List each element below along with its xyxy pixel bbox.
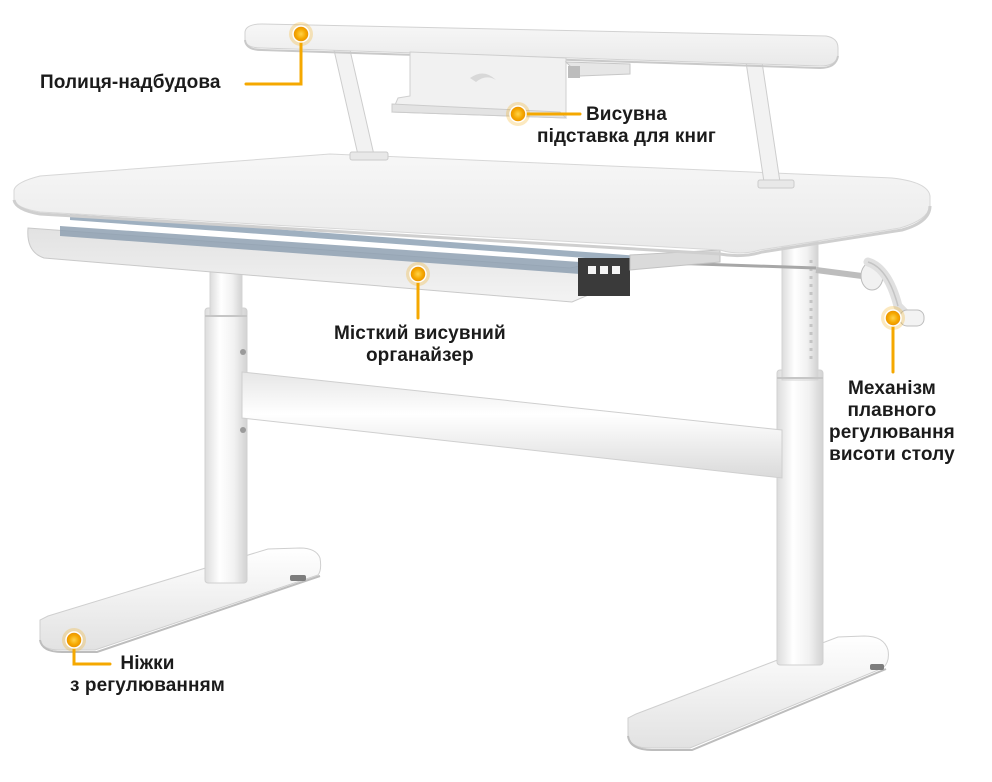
shelf-label-text: Полиця-надбудова	[40, 72, 221, 93]
book-stand-label-line-2: підставка для книг	[537, 126, 716, 147]
shelf-support-left	[333, 49, 389, 161]
mechanism-callout-label: Механізм плавного регулювання висоти сто…	[829, 378, 955, 466]
mechanism-label-line-4: висоти столу	[829, 444, 955, 465]
sun-dot-icon	[62, 628, 86, 652]
desktop-surface	[12, 153, 932, 258]
mechanism-label-line-3: регулювання	[829, 422, 955, 443]
mechanism-label-line-1: Механізм	[847, 378, 936, 399]
sun-dot-icon	[506, 102, 530, 126]
sun-dot-icon	[406, 262, 430, 286]
book-stand-callout-label: Висувна підставка для книг	[537, 104, 716, 148]
shelf-callout-label: Полиця-надбудова	[40, 72, 221, 94]
legs-label-line-2: з регулюванням	[70, 675, 225, 696]
mechanism-label-line-2: плавного	[847, 400, 937, 421]
cross-bar	[241, 371, 783, 479]
drawer-organizer	[27, 214, 721, 303]
book-stand-label-line-1: Висувна	[585, 104, 667, 125]
organizer-callout-label: Місткий висувний органайзер	[334, 323, 506, 367]
callout-line-shelf	[244, 32, 303, 86]
right-foot	[627, 635, 889, 751]
shelf-support-right	[745, 61, 795, 189]
right-leg	[776, 239, 824, 666]
legs-label-line-1: Ніжки	[120, 653, 175, 674]
organizer-label-line-1: Місткий висувний	[334, 323, 506, 344]
sun-dot-icon	[881, 306, 905, 330]
sun-dot-icon	[289, 22, 313, 46]
left-leg	[204, 267, 248, 584]
left-foot	[39, 547, 322, 653]
legs-callout-label: Ніжки з регулюванням	[70, 653, 225, 697]
organizer-label-line-2: органайзер	[365, 345, 474, 366]
